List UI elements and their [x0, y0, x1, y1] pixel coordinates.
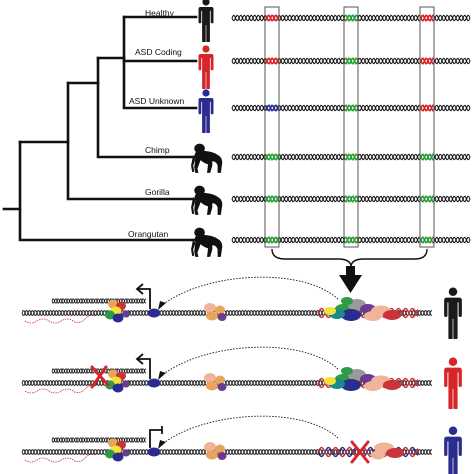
sequence-variant-mark — [265, 14, 280, 22]
sequence-variant-mark — [265, 104, 280, 112]
regulatory-row-asd-coding — [21, 346, 462, 409]
species-label-orangutan: Orangutan — [128, 229, 168, 239]
merge-brace — [271, 248, 428, 268]
variant-box-middle — [343, 6, 359, 248]
polymerase — [147, 308, 161, 318]
transcription-start-arrow-icon — [138, 358, 151, 379]
dna-row — [231, 153, 471, 161]
transcription-start-arrow-icon — [138, 288, 151, 309]
variant-box-right — [419, 6, 435, 248]
dna-row — [231, 104, 471, 112]
polymerase — [147, 447, 161, 457]
sequence-variant-mark — [265, 195, 280, 203]
dna-row — [231, 195, 471, 203]
enhancer-loop-arrow — [159, 346, 339, 378]
polymerase — [147, 378, 161, 388]
orangutan-icon — [191, 227, 223, 257]
cofactor-cluster — [204, 442, 227, 460]
down-arrow-icon — [339, 266, 362, 293]
enhancer-loop-arrow — [159, 415, 339, 447]
chimp-icon — [191, 143, 223, 173]
enhancer-loop-arrow — [159, 276, 339, 308]
species-label-asd-coding: ASD Coding — [135, 47, 182, 57]
promoter-complex — [105, 369, 130, 393]
dna-sequence-rows — [231, 14, 471, 244]
regulatory-row-asd-unknown — [21, 415, 462, 474]
species-label-healthy: Healthy — [145, 8, 175, 18]
human-icon — [444, 426, 462, 474]
cofactor-cluster — [204, 373, 227, 391]
transcript-tail — [24, 314, 96, 324]
disrupted-enhancer-x-icon — [350, 440, 370, 464]
transcript-tail — [24, 453, 96, 463]
human-icon — [444, 287, 462, 339]
transcript-tail — [24, 384, 96, 394]
dna-row — [231, 236, 471, 244]
species-label-chimp: Chimp — [145, 145, 170, 155]
regulatory-models — [21, 276, 462, 474]
sequence-variant-mark — [265, 153, 280, 161]
species-labels: Healthy ASD Coding ASD Unknown Chimp Gor… — [128, 8, 185, 239]
disrupted-binding-x-icon — [90, 365, 110, 389]
alignment-highlight-boxes — [264, 6, 435, 248]
species-label-asd-unknown: ASD Unknown — [129, 96, 185, 106]
species-label-gorilla: Gorilla — [145, 187, 170, 197]
cofactor-cluster — [204, 303, 227, 321]
sequence-variant-mark — [265, 236, 280, 244]
promoter-complex — [105, 438, 130, 462]
regulatory-row-healthy — [21, 276, 462, 339]
dna-row — [231, 57, 471, 65]
phylogenetic-tree — [2, 15, 198, 242]
species-icons — [191, 0, 223, 257]
human-icon — [444, 357, 462, 409]
human-icon — [198, 45, 214, 89]
repressed-start-icon — [149, 426, 163, 448]
transcription-factor-complex — [324, 367, 401, 391]
human-icon — [198, 89, 214, 133]
gorilla-icon — [191, 185, 223, 215]
transcription-factor-complex — [324, 297, 401, 321]
sequence-variant-mark — [265, 57, 280, 65]
promoter-complex — [105, 299, 130, 323]
human-icon — [198, 0, 214, 42]
variant-box-left — [264, 6, 280, 248]
dna-row — [231, 14, 471, 22]
transcription-factor-complex — [371, 442, 404, 460]
